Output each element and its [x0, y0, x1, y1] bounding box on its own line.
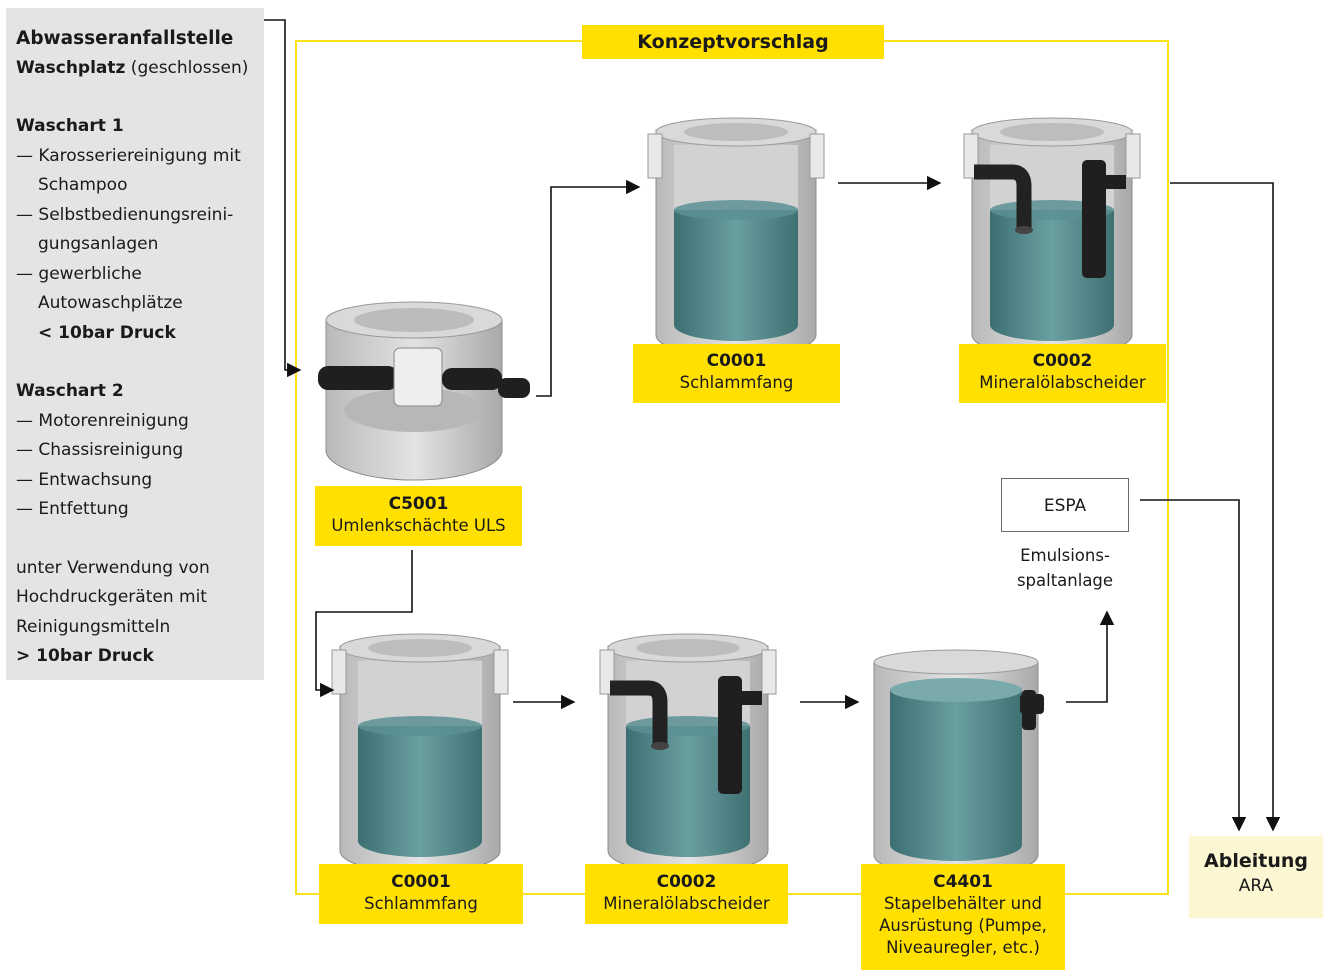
outlet-box: Ableitung ARA	[1189, 836, 1323, 918]
outlet-title: Ableitung	[1204, 850, 1308, 872]
waschart1-heading: Waschart 1	[16, 116, 124, 136]
arrow-c5001-to-bottom	[315, 550, 413, 698]
waschart2-item: — Motorenreinigung	[16, 410, 189, 431]
tank-c4401	[873, 649, 1044, 878]
tank-bot-c0002	[599, 633, 777, 874]
label-name: Mineralölabscheider	[603, 894, 770, 913]
waschart1-item: — Karosseriereinigung mit Schampoo	[16, 145, 241, 196]
waschart1-item: — Selbstbedienungsreini-gungsanlagen	[16, 204, 234, 255]
label-c4401: C4401 Stapelbehälter und Ausrüstung (Pum…	[861, 864, 1065, 970]
label-name-line: Ausrüstung (Pumpe,	[879, 916, 1047, 935]
sidebar-subtitle: Waschplatz (geschlossen)	[16, 54, 262, 84]
label-code: C0001	[706, 351, 767, 371]
note-line: Reinigungsmitteln	[16, 616, 171, 637]
tank-top-c0002	[963, 117, 1141, 358]
arrow-inlet	[264, 19, 302, 378]
waschart1-pressure: < 10bar Druck	[38, 322, 176, 343]
subtitle-rest: (geschlossen)	[125, 57, 249, 78]
arrow-c4401-to-espa	[1066, 610, 1115, 703]
label-name-line: Stapelbehälter und	[883, 894, 1043, 913]
label-code: C0002	[1032, 351, 1093, 371]
subtitle-bold: Waschplatz	[16, 57, 126, 78]
label-top-c0001: C0001 Schlammfang	[633, 344, 840, 403]
label-c5001: C5001 Umlenkschächte ULS	[315, 486, 522, 546]
arrow-c5001-to-c0001	[536, 179, 641, 397]
espa-description-line: spaltanlage	[1016, 571, 1114, 590]
label-name: Umlenkschächte ULS	[331, 516, 506, 535]
outlet-subtitle: ARA	[1238, 876, 1274, 896]
tank-top-c0001	[647, 117, 825, 358]
espa-box: ESPA	[1001, 478, 1129, 532]
label-bot-c0001: C0001 Schlammfang	[319, 864, 523, 924]
label-code: C4401	[933, 872, 993, 892]
label-code: C5001	[388, 494, 449, 514]
label-top-c0002: C0002 Mineralölabscheider	[959, 344, 1166, 403]
note-line: unter Verwendung von	[16, 557, 210, 578]
arrow-espa-to-outlet	[1140, 499, 1247, 832]
concept-title: Konzeptvorschlag	[582, 25, 884, 59]
waschart2-heading: Waschart 2	[16, 381, 124, 401]
sidebar-text: Abwasseranfallstelle Waschplatz (geschlo…	[16, 24, 262, 672]
label-name: Mineralölabscheider	[979, 373, 1146, 392]
espa-description: Emulsions- spaltanlage	[1001, 543, 1129, 593]
label-name-line: Niveauregler, etc.)	[886, 938, 1040, 957]
label-name: Schlammfang	[364, 894, 478, 913]
waschart1-item: — gewerbliche Autowaschplätze	[16, 263, 183, 314]
label-code: C0001	[391, 872, 451, 892]
waschart2-item: — Entfettung	[16, 499, 129, 519]
arrow-c0002-to-outlet	[1170, 182, 1281, 832]
label-bot-c0002: C0002 Mineralölabscheider	[585, 864, 788, 924]
tank-bot-c0001	[331, 633, 509, 874]
waschart2-item: — Chassisreinigung	[16, 440, 184, 460]
espa-description-line: Emulsions-	[1020, 546, 1110, 565]
label-name: Schlammfang	[679, 373, 794, 392]
label-code: C0002	[656, 872, 717, 892]
tank-c5001	[318, 301, 530, 481]
note-pressure: > 10bar Druck	[16, 646, 154, 666]
note-line: Hochdruckgeräten mit	[16, 587, 207, 607]
sidebar-panel: Abwasseranfallstelle Waschplatz (geschlo…	[6, 8, 264, 680]
waschart2-item: — Entwachsung	[16, 469, 153, 490]
sidebar-title: Abwasseranfallstelle	[16, 28, 234, 49]
